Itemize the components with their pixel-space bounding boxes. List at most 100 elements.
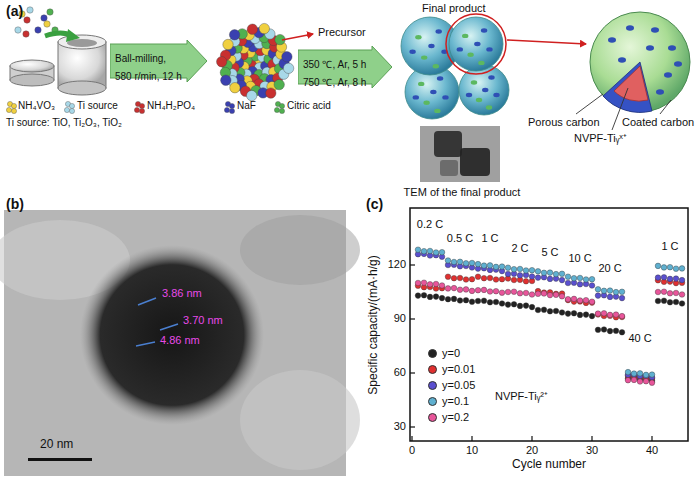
data-point xyxy=(601,311,607,317)
data-point xyxy=(589,299,595,305)
data-point xyxy=(457,298,463,304)
data-point xyxy=(661,275,667,281)
data-point xyxy=(505,271,511,277)
data-point xyxy=(463,261,469,267)
precursor-particle xyxy=(259,23,269,33)
data-point xyxy=(559,310,565,316)
data-point xyxy=(511,277,517,283)
data-point xyxy=(613,328,619,334)
data-point xyxy=(427,294,433,300)
jar-lid xyxy=(10,60,54,72)
data-point xyxy=(529,292,535,298)
tick xyxy=(471,436,472,441)
legend-swatch xyxy=(428,365,437,374)
data-point xyxy=(565,296,571,302)
data-point xyxy=(469,276,475,282)
process-text: Ball-milling, xyxy=(115,52,166,65)
data-point xyxy=(517,273,523,279)
data-point xyxy=(607,313,613,319)
rate-label: 1 C xyxy=(481,232,498,245)
data-point xyxy=(493,299,499,305)
axis-title: Cycle number xyxy=(512,458,586,472)
tick-label: 20 xyxy=(526,444,538,457)
data-point xyxy=(487,275,493,281)
material-icon xyxy=(69,103,74,108)
data-point xyxy=(547,276,553,282)
rate-label: 0.5 C xyxy=(447,232,473,245)
carbon-spot xyxy=(442,95,448,99)
legend-swatch xyxy=(428,413,437,422)
legend-swatch xyxy=(428,397,437,406)
data-point xyxy=(433,250,439,256)
arrow-body xyxy=(110,40,207,82)
process-text: 350 ℃, Ar, 5 h xyxy=(303,58,366,71)
tem-inset xyxy=(420,126,500,182)
data-point xyxy=(589,313,595,319)
data-point xyxy=(481,275,487,281)
data-point xyxy=(565,280,571,286)
tem-particle xyxy=(80,245,264,425)
legend-entry: y=0.2 xyxy=(428,410,469,424)
tem-background xyxy=(240,215,360,285)
data-point xyxy=(469,288,475,294)
zoom-arrow xyxy=(507,40,586,44)
data-point xyxy=(619,314,625,320)
data-point xyxy=(463,297,469,303)
raw-material-ball xyxy=(24,17,30,23)
process-arrow: Ball-milling,580 r/min, 12 h xyxy=(110,40,207,82)
data-point xyxy=(565,311,571,317)
data-point xyxy=(553,308,559,314)
raw-material-ball xyxy=(41,15,47,21)
data-point xyxy=(643,378,649,384)
data-point xyxy=(487,300,493,306)
raw-material-ball xyxy=(23,31,29,37)
data-point xyxy=(469,299,475,305)
data-point xyxy=(547,309,553,315)
tick xyxy=(410,318,415,319)
tem-particle xyxy=(440,160,458,176)
precursor-particle xyxy=(266,88,276,98)
data-point xyxy=(457,287,463,293)
process-arrow: 350 ℃, Ar, 5 h750 ℃, Ar, 8 h xyxy=(298,46,392,88)
data-point xyxy=(571,311,577,317)
data-point xyxy=(553,291,559,297)
pour-arrow xyxy=(66,29,80,42)
data-point xyxy=(601,288,607,294)
data-point xyxy=(427,282,433,288)
data-point xyxy=(535,269,541,275)
material-icon xyxy=(224,107,229,112)
panel-label: (b) xyxy=(6,196,24,212)
scale-bar xyxy=(28,458,92,461)
data-point xyxy=(481,263,487,269)
axis-title: Specific capacity/(mA·h/g) xyxy=(367,255,381,394)
carbon-spot xyxy=(462,34,468,38)
carbon-spot xyxy=(413,95,419,99)
tick-label: 30 xyxy=(394,420,406,433)
carbon-spot xyxy=(433,64,439,68)
inset-caption: TEM of the final product xyxy=(404,186,521,199)
data-point xyxy=(475,287,481,293)
carbon-spot xyxy=(476,98,482,102)
data-point xyxy=(523,303,529,309)
pore xyxy=(668,45,676,51)
data-point xyxy=(649,372,655,378)
data-point xyxy=(607,312,613,318)
cutaway-core xyxy=(614,66,648,101)
carbon-spot xyxy=(423,101,429,105)
data-point xyxy=(643,372,649,378)
tick-label: 0 xyxy=(409,444,415,457)
material-icon xyxy=(11,103,16,108)
part-label: Coated carbon xyxy=(622,116,694,129)
data-point xyxy=(451,275,457,281)
data-point xyxy=(421,248,427,254)
data-point xyxy=(601,327,607,333)
data-point xyxy=(493,277,499,283)
data-point xyxy=(493,288,499,294)
tick-label: 90 xyxy=(394,312,406,325)
data-point xyxy=(589,300,595,306)
data-point xyxy=(655,298,661,304)
legend-text: y=0.01 xyxy=(442,363,475,375)
data-point xyxy=(541,290,547,296)
data-point xyxy=(559,294,565,300)
carbon-spot xyxy=(421,55,427,59)
